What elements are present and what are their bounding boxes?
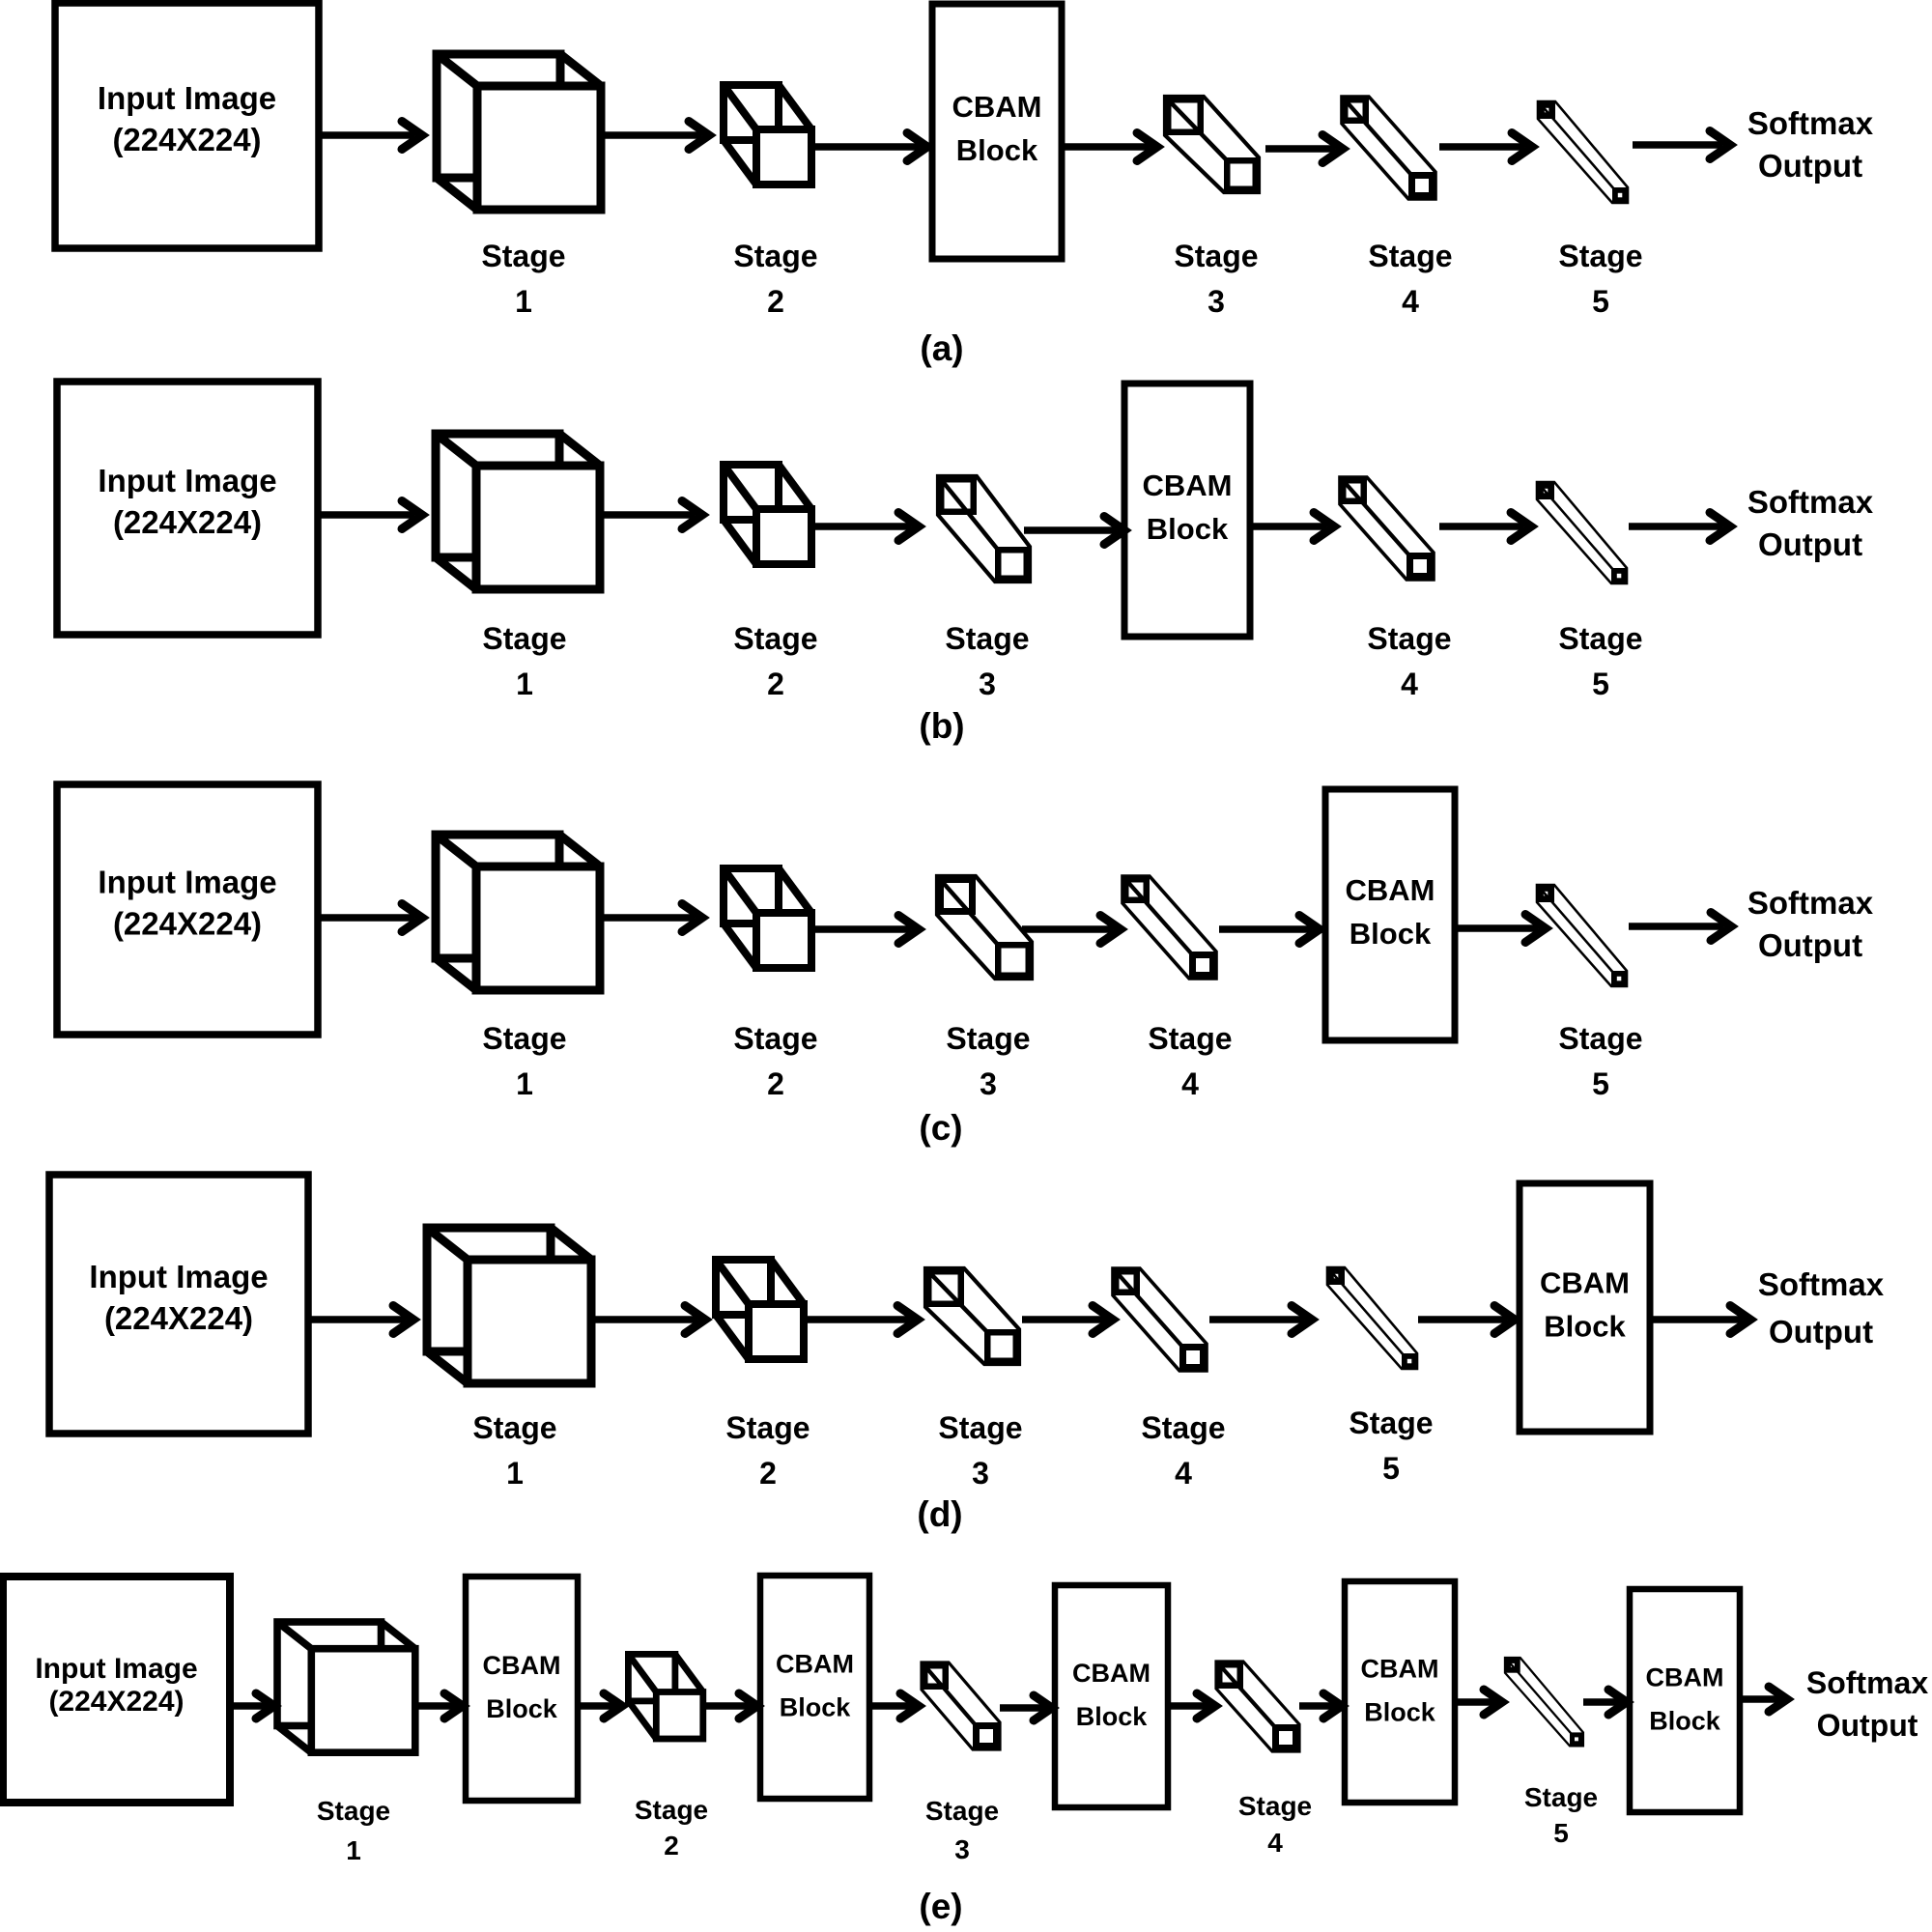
svg-text:2: 2: [759, 1456, 777, 1491]
svg-text:1: 1: [516, 1066, 533, 1101]
svg-text:CBAM: CBAM: [1646, 1663, 1724, 1692]
svg-text:Softmax: Softmax: [1758, 1266, 1885, 1302]
svg-text:4: 4: [1175, 1456, 1192, 1491]
svg-text:2: 2: [767, 284, 784, 319]
svg-text:Input Image: Input Image: [89, 1259, 268, 1294]
svg-text:Stage: Stage: [733, 621, 817, 656]
svg-text:1: 1: [515, 284, 532, 319]
svg-text:3: 3: [980, 1066, 997, 1101]
svg-text:Stage: Stage: [472, 1410, 556, 1445]
svg-text:Block: Block: [780, 1693, 852, 1722]
svg-text:Stage: Stage: [733, 239, 817, 273]
svg-text:Block: Block: [1076, 1702, 1149, 1731]
svg-text:(224X224): (224X224): [113, 504, 262, 540]
svg-text:3: 3: [1208, 284, 1225, 319]
svg-text:CBAM: CBAM: [483, 1651, 561, 1680]
svg-text:1: 1: [506, 1456, 524, 1491]
svg-text:Block: Block: [1544, 1310, 1626, 1344]
svg-text:(c): (c): [919, 1108, 962, 1148]
svg-text:4: 4: [1267, 1828, 1283, 1858]
svg-text:Softmax: Softmax: [1806, 1665, 1928, 1700]
svg-text:CBAM: CBAM: [1072, 1659, 1151, 1688]
svg-text:Stage: Stage: [938, 1410, 1022, 1445]
svg-text:4: 4: [1181, 1066, 1199, 1101]
svg-text:Stage: Stage: [1367, 621, 1451, 656]
svg-text:Stage: Stage: [481, 239, 565, 273]
svg-text:(224X224): (224X224): [112, 122, 261, 157]
svg-text:CBAM: CBAM: [1346, 873, 1435, 907]
svg-text:Block: Block: [956, 133, 1038, 167]
svg-text:2: 2: [767, 1066, 784, 1101]
svg-text:(a): (a): [920, 328, 963, 368]
svg-text:Stage: Stage: [1141, 1410, 1225, 1445]
svg-text:Stage: Stage: [1558, 1021, 1642, 1056]
svg-text:Stage: Stage: [482, 621, 566, 656]
svg-text:4: 4: [1402, 284, 1419, 319]
svg-text:Softmax: Softmax: [1747, 484, 1874, 520]
svg-text:Stage: Stage: [733, 1021, 817, 1056]
svg-text:5: 5: [1382, 1451, 1400, 1486]
svg-text:Stage: Stage: [1368, 239, 1452, 273]
svg-text:CBAM: CBAM: [1143, 469, 1233, 502]
svg-text:Block: Block: [1649, 1707, 1721, 1736]
svg-text:Block: Block: [486, 1694, 558, 1723]
svg-text:Stage: Stage: [317, 1796, 390, 1826]
svg-text:Block: Block: [1147, 512, 1229, 546]
svg-text:(b): (b): [919, 706, 964, 746]
svg-text:Input Image: Input Image: [35, 1653, 197, 1685]
svg-text:Stage: Stage: [925, 1796, 999, 1826]
svg-text:1: 1: [346, 1835, 361, 1865]
svg-text:Stage: Stage: [946, 1021, 1030, 1056]
svg-text:Output: Output: [1769, 1314, 1873, 1350]
svg-text:Output: Output: [1758, 526, 1862, 562]
svg-text:(d): (d): [917, 1494, 962, 1534]
svg-text:1: 1: [516, 667, 533, 701]
svg-text:CBAM: CBAM: [952, 90, 1042, 124]
svg-text:Stage: Stage: [635, 1795, 708, 1825]
svg-text:3: 3: [954, 1834, 970, 1864]
svg-text:3: 3: [972, 1456, 989, 1491]
svg-text:Stage: Stage: [1174, 239, 1258, 273]
svg-text:2: 2: [767, 667, 784, 701]
svg-text:Output: Output: [1758, 148, 1862, 184]
svg-text:5: 5: [1592, 284, 1609, 319]
svg-text:CBAM: CBAM: [1540, 1266, 1630, 1300]
svg-text:Stage: Stage: [725, 1410, 810, 1445]
svg-text:CBAM: CBAM: [1361, 1655, 1439, 1684]
svg-text:Stage: Stage: [482, 1021, 566, 1056]
svg-text:Block: Block: [1350, 917, 1432, 951]
svg-text:Input Image: Input Image: [98, 80, 276, 116]
svg-text:Stage: Stage: [945, 621, 1029, 656]
svg-text:5: 5: [1592, 1066, 1609, 1101]
svg-text:(224X224): (224X224): [113, 906, 262, 942]
svg-text:Output: Output: [1817, 1708, 1918, 1743]
svg-text:3: 3: [979, 667, 996, 701]
svg-text:Stage: Stage: [1558, 621, 1642, 656]
svg-text:Stage: Stage: [1148, 1021, 1232, 1056]
svg-text:4: 4: [1401, 667, 1418, 701]
svg-text:(224X224): (224X224): [48, 1686, 184, 1718]
svg-text:Input Image: Input Image: [98, 865, 276, 900]
svg-text:Output: Output: [1758, 927, 1862, 963]
svg-text:(224X224): (224X224): [104, 1300, 253, 1336]
svg-text:Softmax: Softmax: [1747, 885, 1874, 921]
svg-text:5: 5: [1592, 667, 1609, 701]
svg-text:2: 2: [664, 1831, 679, 1861]
svg-text:Block: Block: [1364, 1698, 1436, 1727]
svg-text:CBAM: CBAM: [776, 1650, 854, 1679]
svg-text:Softmax: Softmax: [1747, 105, 1874, 141]
svg-text:Input Image: Input Image: [98, 463, 276, 498]
svg-text:Stage: Stage: [1349, 1406, 1433, 1440]
svg-text:5: 5: [1553, 1818, 1569, 1848]
svg-text:Stage: Stage: [1558, 239, 1642, 273]
svg-text:(e): (e): [919, 1887, 962, 1926]
svg-text:Stage: Stage: [1524, 1782, 1598, 1812]
svg-text:Stage: Stage: [1238, 1791, 1312, 1821]
